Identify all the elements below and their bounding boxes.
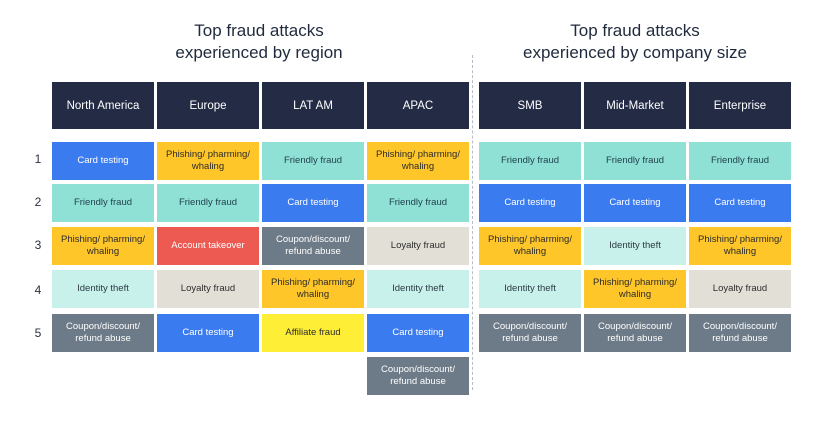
- fraud-cell: Phishing/ pharming/ whaling: [479, 227, 581, 265]
- column-header: APAC: [367, 82, 469, 129]
- fraud-cell: Coupon/discount/ refund abuse: [367, 357, 469, 395]
- fraud-cell: Phishing/ pharming/ whaling: [584, 270, 686, 308]
- fraud-cell: Coupon/discount/ refund abuse: [479, 314, 581, 352]
- fraud-cell: Friendly fraud: [262, 142, 364, 180]
- region-title-line-2: experienced by region: [175, 43, 343, 62]
- row-number: 2: [34, 195, 42, 209]
- fraud-cell: Friendly fraud: [157, 184, 259, 222]
- fraud-cell: Affiliate fraud: [262, 314, 364, 352]
- fraud-cell: Card testing: [52, 142, 154, 180]
- column-header: SMB: [479, 82, 581, 129]
- region-title-line-1: Top fraud attacks: [194, 21, 324, 40]
- column-header: LAT AM: [262, 82, 364, 129]
- fraud-cell: Phishing/ pharming/ whaling: [367, 142, 469, 180]
- fraud-cell: Friendly fraud: [689, 142, 791, 180]
- region-title: Top fraud attacks experienced by region: [50, 20, 468, 64]
- fraud-cell: Loyalty fraud: [157, 270, 259, 308]
- fraud-cell: Card testing: [689, 184, 791, 222]
- fraud-cell: Phishing/ pharming/ whaling: [262, 270, 364, 308]
- company-size-title: Top fraud attacks experienced by company…: [478, 20, 792, 64]
- fraud-cell: Loyalty fraud: [367, 227, 469, 265]
- fraud-cell: Card testing: [479, 184, 581, 222]
- fraud-cell: Coupon/discount/ refund abuse: [262, 227, 364, 265]
- row-number: 4: [34, 283, 42, 297]
- fraud-cell: Coupon/discount/ refund abuse: [52, 314, 154, 352]
- column-header: Enterprise: [689, 82, 791, 129]
- column-header: North America: [52, 82, 154, 129]
- fraud-cell: Identity theft: [584, 227, 686, 265]
- fraud-cell: Card testing: [367, 314, 469, 352]
- fraud-cell: Identity theft: [367, 270, 469, 308]
- fraud-cell: Friendly fraud: [584, 142, 686, 180]
- fraud-cell: Card testing: [262, 184, 364, 222]
- fraud-cell: Phishing/ pharming/ whaling: [689, 227, 791, 265]
- fraud-cell: Friendly fraud: [367, 184, 469, 222]
- row-number: 3: [34, 238, 42, 252]
- column-header: Mid-Market: [584, 82, 686, 129]
- row-number: 5: [34, 326, 42, 340]
- company-size-title-line-2: experienced by company size: [523, 43, 747, 62]
- company-size-title-line-1: Top fraud attacks: [570, 21, 700, 40]
- fraud-cell: Coupon/discount/ refund abuse: [584, 314, 686, 352]
- fraud-cell: Identity theft: [479, 270, 581, 308]
- column-header: Europe: [157, 82, 259, 129]
- fraud-cell: Phishing/ pharming/ whaling: [52, 227, 154, 265]
- fraud-cell: Phishing/ pharming/ whaling: [157, 142, 259, 180]
- fraud-cell: Card testing: [584, 184, 686, 222]
- fraud-cell: Loyalty fraud: [689, 270, 791, 308]
- section-divider: [472, 55, 473, 390]
- fraud-cell: Friendly fraud: [52, 184, 154, 222]
- fraud-cell: Coupon/discount/ refund abuse: [689, 314, 791, 352]
- fraud-cell: Account takeover: [157, 227, 259, 265]
- fraud-cell: Identity theft: [52, 270, 154, 308]
- fraud-cell: Card testing: [157, 314, 259, 352]
- fraud-cell: Friendly fraud: [479, 142, 581, 180]
- row-number: 1: [34, 152, 42, 166]
